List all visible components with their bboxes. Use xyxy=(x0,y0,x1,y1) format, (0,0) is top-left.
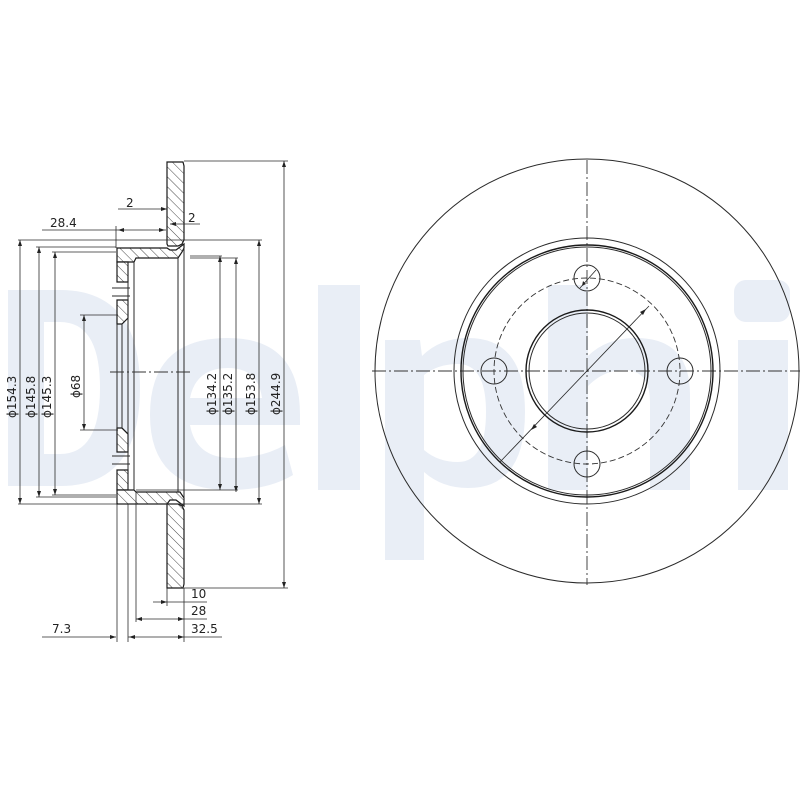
dim-d153-8: ϕ153.8 xyxy=(244,373,258,415)
dim-d154-3: ϕ154.3 xyxy=(5,376,19,418)
side-view-dimensions: 2 2 28.4 ϕ154.3 ϕ145.8 ϕ145. xyxy=(5,160,288,642)
dim-2-step: 2 xyxy=(188,211,196,225)
center-bore-outer xyxy=(525,309,649,433)
side-view-section xyxy=(110,161,190,589)
dim-7-3: 7.3 xyxy=(52,622,71,636)
dim-d145-8: ϕ145.8 xyxy=(24,376,38,418)
dim-32-5: 32.5 xyxy=(191,622,218,636)
center-bore-inner xyxy=(528,312,646,430)
front-view xyxy=(372,158,800,585)
hub-outer-ring xyxy=(453,237,721,505)
dim-d145-3: ϕ145.3 xyxy=(40,376,54,418)
dim-d68: ϕ68 xyxy=(69,375,83,398)
bolt-hole-right xyxy=(666,357,694,385)
dim-10: 10 xyxy=(191,587,206,601)
bolt-pitch-circle xyxy=(493,277,681,465)
delphi-watermark xyxy=(8,280,790,560)
dim-d134-2: ϕ134.2 xyxy=(205,373,219,415)
bolt-hole-bottom xyxy=(573,450,601,478)
hub-inner-ring xyxy=(460,244,714,498)
dim-d135-2: ϕ135.2 xyxy=(221,373,235,415)
dim-2-top: 2 xyxy=(126,196,134,210)
bolt-hole-left xyxy=(480,357,508,385)
disc-outer-edge xyxy=(374,158,800,584)
bolt-hole-top xyxy=(573,264,601,292)
dim-28-4: 28.4 xyxy=(50,216,77,230)
dim-28: 28 xyxy=(191,604,206,618)
dim-d244-9: ϕ244.9 xyxy=(269,373,283,415)
